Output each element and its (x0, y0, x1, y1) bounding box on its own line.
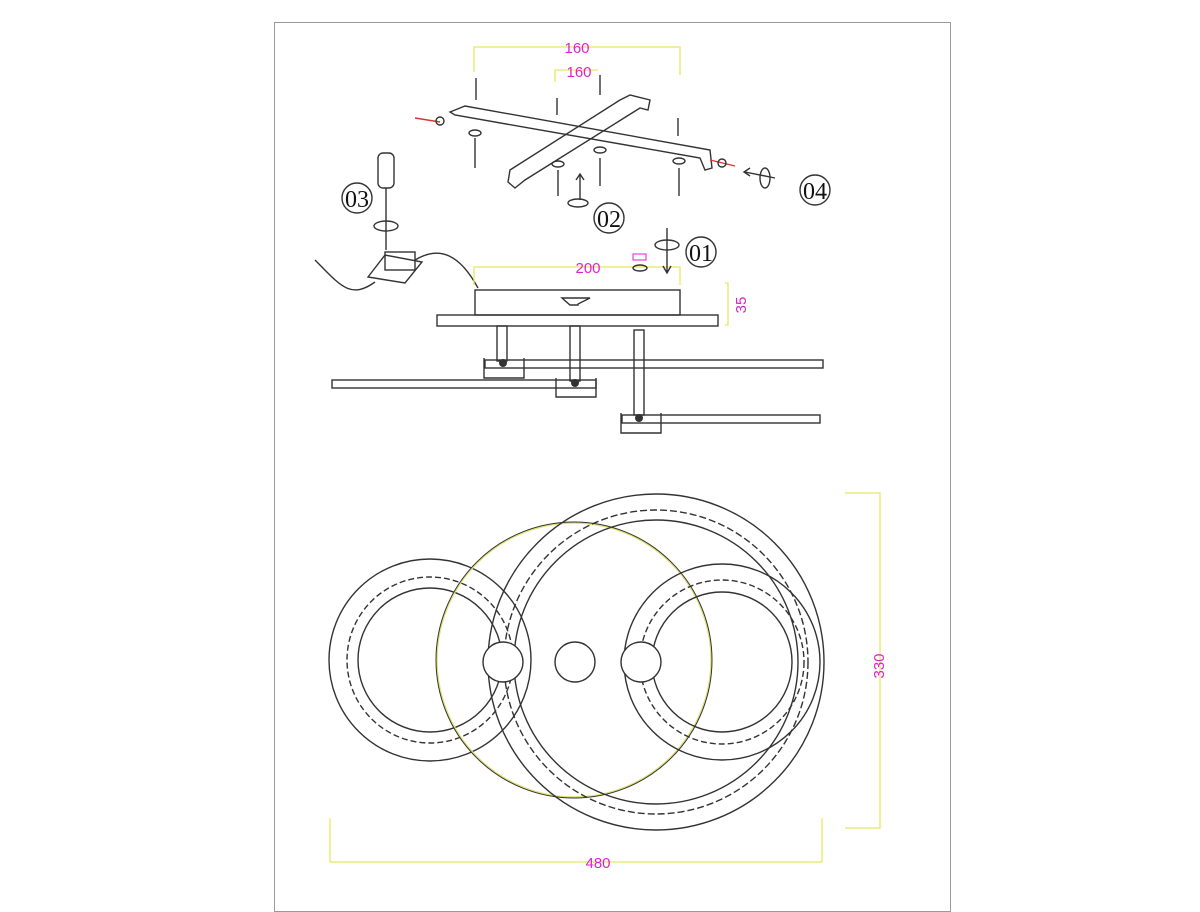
dim-bracket-inner: 160 (566, 64, 591, 81)
step-label: 02 (597, 207, 621, 233)
dim-bracket-outer: 160 (564, 40, 589, 57)
dim-base-width: 200 (575, 260, 600, 277)
step-marker-02: 02 (593, 202, 625, 234)
drawing-sheet (274, 22, 951, 912)
step-marker-03: 03 (341, 182, 373, 214)
terminal-block (314, 251, 479, 291)
screwdriver-icon (373, 152, 399, 250)
step-label: 03 (345, 187, 369, 213)
step-label: 01 (689, 241, 713, 267)
mounting-bracket-cross (414, 46, 776, 208)
dim-base-height: 35 (733, 297, 750, 314)
screws (414, 75, 736, 196)
dim-fixture-width: 480 (585, 855, 610, 872)
ceiling-base (436, 228, 729, 327)
step-label: 04 (803, 179, 827, 205)
ring-arms (331, 325, 824, 434)
step-marker-01: 01 (685, 236, 717, 268)
fixture-front-view (328, 492, 881, 863)
step-marker-04: 04 (799, 174, 831, 206)
dim-fixture-height: 330 (871, 653, 888, 678)
